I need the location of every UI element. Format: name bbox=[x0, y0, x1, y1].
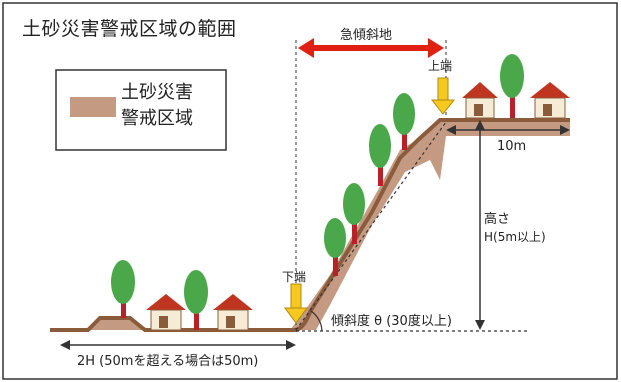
lower-end-arrow bbox=[284, 283, 308, 324]
height-condition-label: H(5m以上) bbox=[484, 230, 546, 244]
height-label: 高さ bbox=[484, 212, 511, 227]
tree bbox=[111, 260, 135, 318]
warning-zone bbox=[50, 118, 570, 330]
lower-end-label: 下端 bbox=[282, 270, 307, 284]
tree bbox=[184, 270, 208, 330]
tree bbox=[393, 93, 415, 150]
legend-label: 土砂災害 警戒区域 bbox=[121, 82, 193, 129]
house bbox=[530, 82, 570, 119]
house bbox=[213, 294, 253, 331]
upper-end-arrow bbox=[430, 77, 456, 115]
tree bbox=[343, 183, 365, 244]
steep-slope-label: 急傾斜地 bbox=[340, 28, 393, 43]
upper-end-label: 上端 bbox=[428, 59, 453, 73]
tree bbox=[500, 54, 524, 118]
base-distance-arrow bbox=[60, 340, 296, 350]
legend-swatch bbox=[70, 97, 116, 117]
angle-label: 傾斜度 θ (30度以上) bbox=[331, 314, 452, 329]
house bbox=[462, 82, 498, 119]
ground-line bbox=[50, 118, 570, 332]
width-arrow bbox=[446, 125, 570, 135]
diagram-title: 土砂災害警戒区域の範囲 bbox=[22, 18, 237, 40]
steep-slope-arrow bbox=[298, 38, 444, 58]
height-arrow bbox=[475, 120, 485, 330]
angle-arc bbox=[310, 310, 323, 332]
tree bbox=[324, 218, 346, 276]
slope-reference-line bbox=[295, 121, 447, 331]
width-label: 10m bbox=[497, 139, 527, 154]
tree bbox=[369, 124, 391, 186]
house bbox=[146, 294, 186, 331]
base-distance-label: 2H (50mを超える場合は50m) bbox=[77, 354, 259, 369]
